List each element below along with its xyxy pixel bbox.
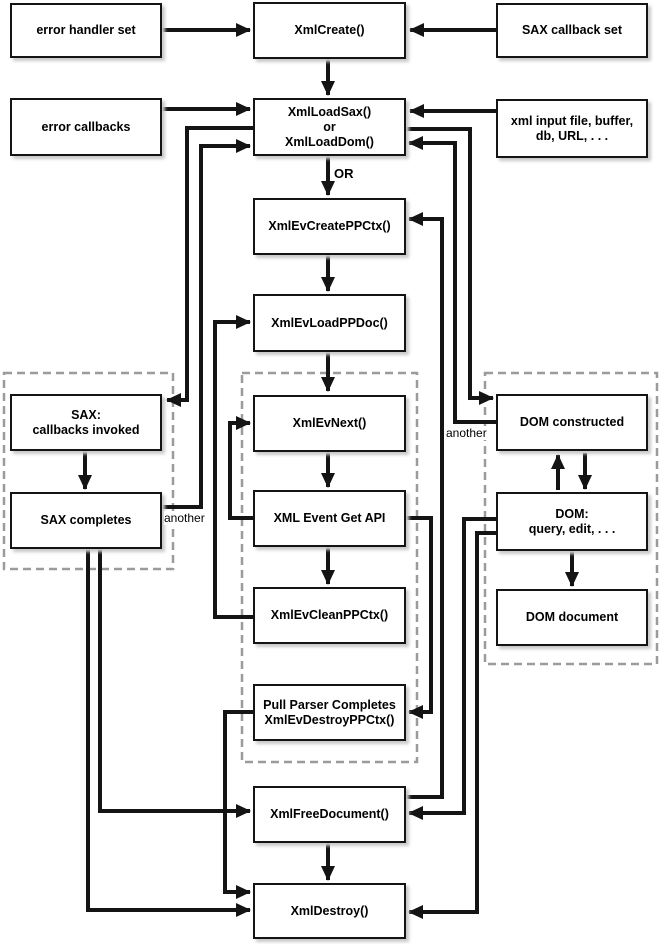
node-xml-event-get-api: XML Event Get API	[253, 490, 406, 547]
node-label: xml input file, buffer,	[510, 113, 634, 128]
node-label: DOM constructed	[519, 415, 625, 429]
node-xml-ev-next: XmlEvNext()	[253, 395, 406, 452]
node-label: or	[323, 119, 336, 134]
or-edge-label: OR	[334, 166, 354, 181]
node-xml-destroy: XmlDestroy()	[253, 883, 406, 939]
node-label: XmlEvCreatePPCtx()	[268, 219, 391, 233]
node-xml-input: xml input file, buffer, db, URL, . . .	[496, 99, 648, 158]
edge-dom-constructed-to-xml-load-another	[408, 136, 496, 424]
node-label: XmlCreate()	[294, 23, 365, 37]
node-xml-load: XmlLoadSax() or XmlLoadDom()	[253, 98, 406, 156]
node-error-callbacks: error callbacks	[10, 98, 162, 156]
edge-dom-query-edit-to-xml-free-document	[408, 517, 496, 820]
edge-xml-free-document-to-xml-ev-create-ppctx	[406, 212, 444, 799]
node-xml-ev-load-ppdoc: XmlEvLoadPPDoc()	[253, 294, 406, 352]
edge-sax-completes-to-xml-destroy	[86, 549, 251, 917]
node-dom-query-edit: DOM: query, edit, . . .	[496, 492, 648, 551]
node-label: XmlEvCleanPPCtx()	[270, 608, 389, 622]
edge-xml-event-get-api-to-pull-parser-completes	[406, 516, 433, 719]
node-label: XmlEvNext()	[292, 416, 367, 430]
another-edge-label-right: another	[446, 426, 487, 440]
node-label: XmlLoadSax()	[287, 104, 372, 119]
node-label: SAX:	[71, 407, 101, 422]
node-error-handler-set: error handler set	[10, 3, 162, 58]
node-label: Pull Parser Completes	[263, 697, 396, 712]
node-label: callbacks invoked	[32, 422, 140, 437]
node-xml-ev-clean-ppctx: XmlEvCleanPPCtx()	[253, 587, 406, 644]
node-sax-callback-set: SAX callback set	[496, 3, 648, 58]
edge-xml-event-get-api-to-xml-ev-next	[228, 416, 253, 520]
node-pull-parser-completes: Pull Parser Completes XmlEvDestroyPPCtx(…	[253, 684, 406, 741]
node-label: db, URL, . . .	[535, 128, 609, 143]
another-edge-label-left: another	[164, 511, 205, 525]
node-xml-create: XmlCreate()	[253, 2, 406, 59]
edge-pull-parser-completes-to-xml-destroy	[223, 710, 253, 899]
node-sax-callbacks-invoked: SAX: callbacks invoked	[10, 394, 162, 451]
edge-dom-query-edit-to-xml-destroy	[408, 531, 496, 919]
pull-parser-group-frame	[240, 371, 419, 764]
node-label: XmlFreeDocument()	[270, 807, 389, 821]
node-xml-free-document: XmlFreeDocument()	[253, 786, 406, 843]
node-label: SAX completes	[40, 513, 132, 527]
node-label: error callbacks	[41, 119, 131, 134]
node-label: XML Event Get API	[273, 511, 386, 525]
edge-xml-load-to-dom-constructed	[406, 127, 494, 405]
node-dom-document: DOM document	[496, 589, 648, 646]
edge-sax-completes-to-xml-free-document	[98, 549, 251, 818]
node-label: DOM document	[525, 610, 619, 624]
node-xml-ev-create-ppctx: XmlEvCreatePPCtx()	[253, 198, 406, 255]
node-label: XmlLoadDom()	[285, 134, 374, 149]
node-label: XmlEvLoadPPDoc()	[271, 315, 388, 330]
node-label: SAX callback set	[521, 23, 623, 37]
node-label: XmlEvDestroyPPCtx()	[264, 712, 395, 727]
node-label: query, edit, . . .	[528, 521, 616, 536]
node-sax-completes: SAX completes	[10, 492, 162, 549]
edge-xml-load-to-sax-callbacks-invoked	[166, 126, 253, 407]
node-label: DOM:	[555, 506, 589, 521]
node-dom-constructed: DOM constructed	[496, 394, 648, 451]
node-label: error handler set	[36, 23, 136, 37]
edge-sax-completes-to-xml-load-another	[162, 139, 251, 509]
edge-xml-ev-clean-ppctx-to-xml-ev-load-ppdoc	[213, 315, 253, 619]
node-label: XmlDestroy()	[290, 903, 369, 918]
